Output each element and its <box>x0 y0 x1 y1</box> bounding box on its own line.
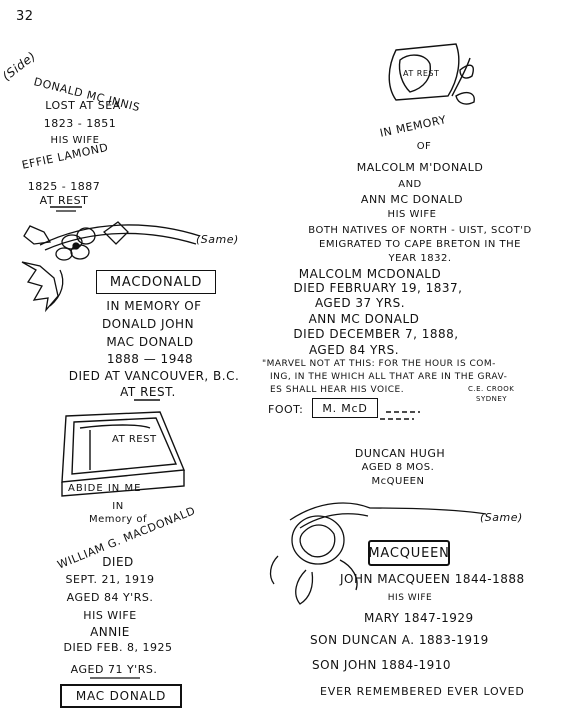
wg-wife-died: DIED FEB. 8, 1925 <box>63 641 173 654</box>
wg-in: IN <box>112 501 124 512</box>
page-number: 32 <box>16 9 34 24</box>
mcinnis-his-wife: HIS WIFE <box>50 135 100 146</box>
mq-john: JOHN MACQUEEN 1844-1888 <box>340 572 525 586</box>
dj-at-rest: AT REST. <box>120 385 176 399</box>
wg-memory-of: Memory of <box>89 514 147 525</box>
mcinnis-at-rest: AT REST <box>39 194 89 207</box>
dh-surname: McQUEEN <box>371 476 425 487</box>
wg-his-wife: HIS WIFE <box>83 609 137 622</box>
book-at-rest: AT REST <box>112 434 157 445</box>
foot-box: M. McD <box>312 398 378 418</box>
mm-malcolm: MALCOLM M'DONALD <box>356 161 484 174</box>
macdonald-name-box: MACDONALD <box>96 270 216 294</box>
mm-credit-1: C.E. CROOK <box>468 385 515 393</box>
dh-aged: AGED 8 MOS. <box>361 462 435 473</box>
mm-malcolm2: MALCOLM MCDONALD <box>298 267 442 281</box>
mm-verse-2: ING, IN THE WHICH ALL THAT ARE IN THE GR… <box>270 372 508 382</box>
mq-motto: EVER REMEMBERED EVER LOVED <box>320 685 525 698</box>
wg-aged: AGED 84 Y'RS. <box>66 591 154 604</box>
mm-emigrated: EMIGRATED TO CAPE BRETON IN THE <box>319 239 521 250</box>
macdonald-same-label: (Same) <box>196 233 239 246</box>
mcinnis-wife-years: 1825 - 1887 <box>27 180 101 193</box>
wg-date: SEPT. 21, 1919 <box>65 573 155 586</box>
dj-died: DIED AT VANCOUVER, B.C. <box>68 369 240 383</box>
mq-mary: MARY 1847-1929 <box>364 611 474 625</box>
mm-malcolm-died: DIED FEBRUARY 19, 1837, <box>293 281 463 295</box>
dj-surname: MAC DONALD <box>106 335 194 349</box>
dh-name: DUNCAN HUGH <box>354 447 446 460</box>
mm-verse-1: "MARVEL NOT AT THIS: FOR THE HOUR IS COM… <box>262 359 496 369</box>
mm-credit-2: SYDNEY <box>476 395 508 403</box>
mm-his-wife: HIS WIFE <box>387 209 437 220</box>
mcinnis-years: 1823 - 1851 <box>43 117 117 130</box>
mq-his-wife: HIS WIFE <box>387 593 433 603</box>
wg-wife: ANNIE <box>90 625 130 639</box>
mm-malcolm-aged: AGED 37 YRS. <box>314 296 406 310</box>
scroll-at-rest: AT REST <box>403 69 440 78</box>
mm-year: YEAR 1832. <box>388 253 452 264</box>
mm-ann2: ANN MC DONALD <box>308 312 420 326</box>
mm-of: OF <box>416 141 432 152</box>
dj-years: 1888 — 1948 <box>106 352 194 366</box>
mm-ann-died: DIED DECEMBER 7, 1888, <box>293 327 459 341</box>
mcinnis-lost: LOST AT SEA <box>45 99 121 112</box>
mm-verse-3: ES SHALL HEAR HIS VOICE. <box>270 385 405 395</box>
mm-ann: ANN MC DONALD <box>360 193 464 206</box>
foot-label: FOOT: <box>268 403 304 416</box>
mq-son-1: SON DUNCAN A. 1883-1919 <box>310 633 489 647</box>
mm-natives: BOTH NATIVES OF NORTH - UIST, SCOT'D <box>308 225 532 236</box>
mq-same-label: (Same) <box>480 511 523 524</box>
dj-in-memory: IN MEMORY OF <box>106 299 202 313</box>
wg-wife-aged: AGED 71 Y'RS. <box>70 663 158 676</box>
dj-name: DONALD JOHN <box>101 317 195 331</box>
mq-son-2: SON JOHN 1884-1910 <box>312 658 452 672</box>
book-base-text: ABIDE IN ME <box>68 483 142 494</box>
mm-ann-aged: AGED 84 YRS. <box>308 343 400 357</box>
wg-died: DIED <box>102 555 134 569</box>
wg-name-box: MAC DONALD <box>60 684 182 708</box>
mm-and: AND <box>398 179 422 190</box>
mq-name-box: MACQUEEN <box>368 540 450 566</box>
